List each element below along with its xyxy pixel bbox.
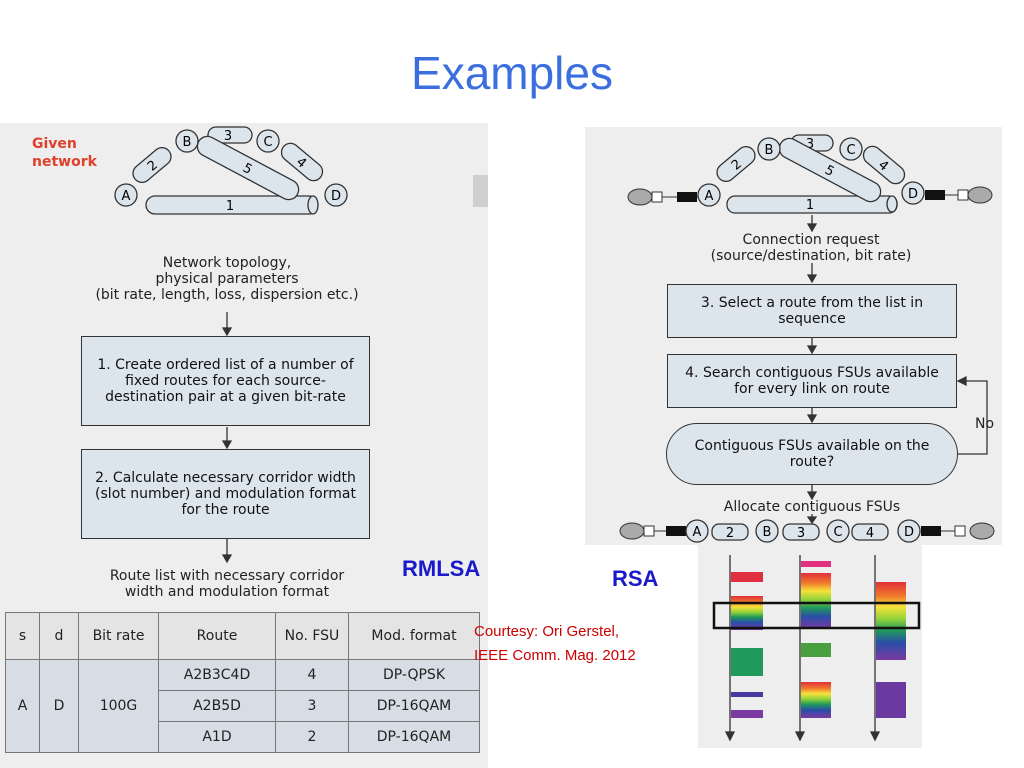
path-node-label: D xyxy=(904,525,914,540)
courtesy-line-2: IEEE Comm. Mag. 2012 xyxy=(474,647,636,664)
left-node-c: C xyxy=(256,129,280,153)
route-list-line-2: width and modulation format xyxy=(124,584,330,600)
cell-d: D xyxy=(39,659,79,753)
cell-fsu: 4 xyxy=(275,659,349,691)
svg-text:1: 1 xyxy=(806,198,814,213)
router-icon xyxy=(925,186,993,204)
connection-request-text: Connection request (source/destination, … xyxy=(666,232,956,264)
cell-mod: DP-QPSK xyxy=(348,659,480,691)
right-node-b: B xyxy=(757,137,781,161)
cell-s: A xyxy=(5,659,40,753)
left-link-4: 4 xyxy=(280,142,324,182)
svg-text:A: A xyxy=(122,189,131,204)
given-line-1: Given xyxy=(32,136,77,152)
left-panel-edge-tab xyxy=(473,175,488,207)
header-route: Route xyxy=(158,612,276,660)
right-node-c: C xyxy=(839,137,863,161)
decision-box: Contiguous FSUs available on the route? xyxy=(666,423,958,485)
router-icon xyxy=(921,522,995,540)
svg-text:B: B xyxy=(183,135,192,150)
svg-text:A: A xyxy=(705,189,714,204)
given-network-label: Given network xyxy=(32,135,97,171)
path-node-label: A xyxy=(693,525,702,540)
right-link-5: 5 xyxy=(778,137,882,203)
table-row: A2B5D 3 DP-16QAM xyxy=(6,690,480,722)
rsa-label: RSA xyxy=(612,566,659,591)
left-node-a: A xyxy=(114,183,138,207)
cell-route: A2B5D xyxy=(158,690,276,722)
route-list-line-1: Route list with necessary corridor xyxy=(109,568,345,584)
svg-text:C: C xyxy=(846,143,855,158)
allocated-path: 2 3 4 A B C D xyxy=(619,519,995,543)
given-line-2: network xyxy=(32,154,97,170)
left-link-1: 1 xyxy=(145,195,319,215)
no-label: No xyxy=(975,416,995,432)
left-flow-arrows xyxy=(221,312,233,564)
cell-route: A1D xyxy=(158,721,276,753)
topology-line-1: Network topology, xyxy=(162,255,292,271)
cell-mod: DP-16QAM xyxy=(348,690,480,722)
spectrum-chart xyxy=(712,555,921,742)
topology-line-2: physical parameters xyxy=(155,271,299,287)
request-line-1: Connection request xyxy=(742,232,880,248)
router-icon xyxy=(619,522,686,540)
left-link-2: 2 xyxy=(132,146,172,184)
path-node-label: C xyxy=(833,525,842,540)
header-bit-rate: Bit rate xyxy=(78,612,159,660)
step-1-box: 1. Create ordered list of a number of fi… xyxy=(81,336,370,426)
header-d: d xyxy=(39,612,79,660)
topology-line-3: (bit rate, length, loss, dispersion etc.… xyxy=(95,287,359,303)
svg-text:3: 3 xyxy=(806,137,814,152)
slide-title: Examples xyxy=(411,47,613,99)
left-link-3: 3 xyxy=(207,126,253,144)
courtesy-line-1: Courtesy: Ori Gerstel, xyxy=(474,623,620,640)
router-icon xyxy=(627,188,702,206)
route-table: s d Bit rate Route No. FSU Mod. format A… xyxy=(5,612,480,753)
left-node-d: D xyxy=(324,183,348,207)
header-mod-format: Mod. format xyxy=(348,612,480,660)
left-node-b: B xyxy=(175,129,199,153)
right-link-4: 4 xyxy=(862,145,906,185)
route-list-text: Route list with necessary corridor width… xyxy=(80,568,374,600)
svg-text:C: C xyxy=(263,135,272,150)
left-link-1-label: 1 xyxy=(226,199,234,214)
step-3-box: 3. Select a route from the list in seque… xyxy=(667,284,957,338)
right-flow-arrows xyxy=(806,215,988,525)
right-link-2: 2 xyxy=(716,145,756,183)
left-link-3-label: 3 xyxy=(224,129,232,144)
path-node-label: B xyxy=(763,525,772,540)
step-4-box: 4. Search contiguous FSUs available for … xyxy=(667,354,957,408)
step-2-box: 2. Calculate necessary corridor width (s… xyxy=(81,449,370,539)
table-row: A D 100G A2B3C4D 4 DP-QPSK xyxy=(5,659,480,753)
request-line-2: (source/destination, bit rate) xyxy=(710,248,912,264)
cell-fsu: 2 xyxy=(275,721,349,753)
right-link-1: 1 xyxy=(726,195,898,214)
rmlsa-label: RMLSA xyxy=(402,556,481,581)
svg-text:D: D xyxy=(331,189,341,204)
svg-text:B: B xyxy=(765,143,774,158)
header-s: s xyxy=(5,612,40,660)
path-link-label: 2 xyxy=(726,526,734,541)
cell-bit-rate: 100G xyxy=(78,659,159,753)
allocate-text: Allocate contiguous FSUs xyxy=(723,499,901,515)
path-link-label: 4 xyxy=(866,526,874,541)
svg-text:D: D xyxy=(908,187,918,202)
courtesy-note: Courtesy: Ori Gerstel, IEEE Comm. Mag. 2… xyxy=(474,620,636,668)
table-row: A1D 2 DP-16QAM xyxy=(6,721,480,753)
cell-mod: DP-16QAM xyxy=(348,721,480,753)
path-link-label: 3 xyxy=(797,526,805,541)
topology-text: Network topology, physical parameters (b… xyxy=(60,255,394,303)
right-node-d: D xyxy=(901,181,925,205)
right-node-a: A xyxy=(697,183,721,207)
